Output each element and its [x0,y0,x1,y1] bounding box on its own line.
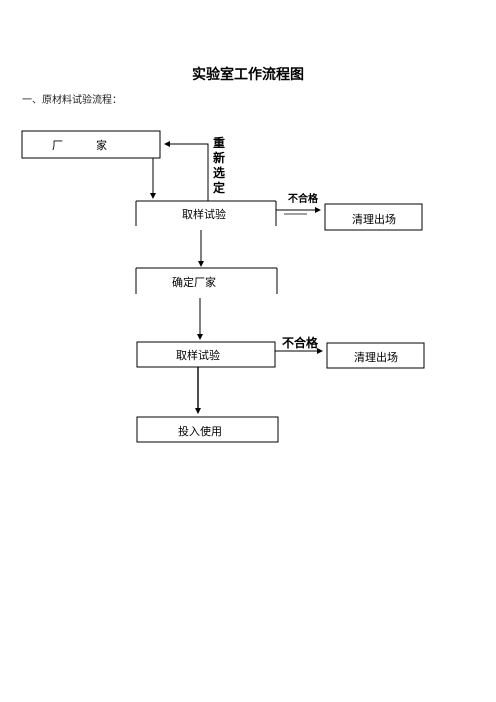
confirm-manufacturer-box [135,267,278,294]
put-into-use-label: 投入使用 [178,425,222,438]
page-title: 实验室工作流程图 [192,67,304,83]
sampling-test-2-box [136,341,276,368]
sampling-test-1-label: 取样试验 [182,208,226,221]
manufacturer-label: 厂 家 [52,139,107,152]
confirm-manufacturer-label: 确定厂家 [172,276,216,289]
clearance-2-box [326,342,425,369]
sampling-test-2-label: 取样试验 [176,349,220,362]
reselect-label: 重 新 选 定 [212,136,225,195]
fail-2-label: 不合格 [282,336,319,350]
clearance-1-label: 清理出场 [352,213,396,226]
sampling-test-1-box [135,200,277,226]
put-into-use-box [136,416,279,443]
manufacturer-box [21,130,161,159]
fail-1-label: 不合格 [288,194,318,205]
clearance-1-box [324,203,423,231]
section-heading: 一、原材料试验流程： [22,95,122,106]
clearance-2-label: 清理出场 [354,351,398,364]
arrow-reselect-loop [164,141,209,201]
